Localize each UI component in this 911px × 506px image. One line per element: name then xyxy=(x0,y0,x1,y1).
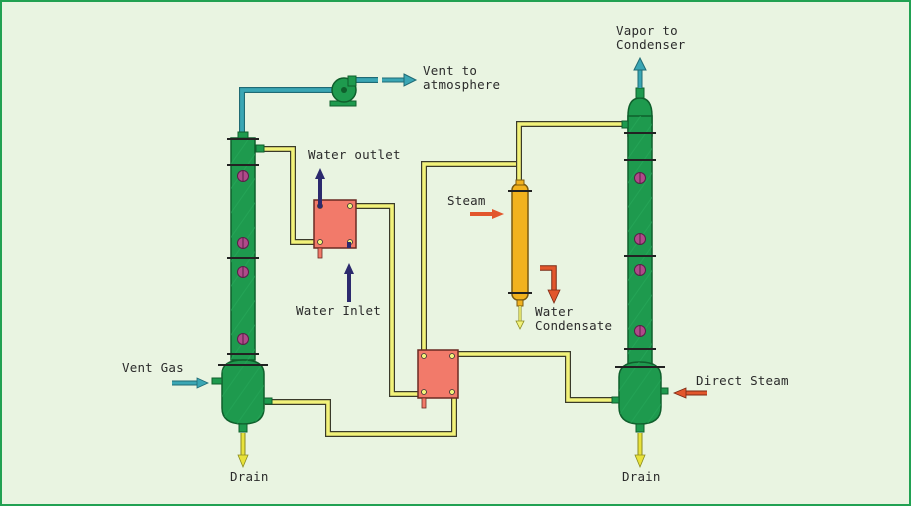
vent-gas-label: Vent Gas xyxy=(122,360,184,375)
water-inlet-label: Water Inlet xyxy=(296,303,381,318)
condensate-label-line1: Water xyxy=(535,304,574,319)
water-condensate-label: Water Condensate xyxy=(535,305,612,333)
steam-label: Steam xyxy=(447,193,486,208)
water-flow-arrows xyxy=(315,168,354,302)
water-outlet-label: Water outlet xyxy=(308,147,401,162)
vent-label-line1: Vent to xyxy=(423,63,478,78)
vent-label-line2: atmosphere xyxy=(423,77,501,92)
process-piping xyxy=(257,121,627,437)
plate-heat-exchanger-icon xyxy=(313,199,357,259)
drain-left-label: Drain xyxy=(230,469,269,484)
drain-right-label: Drain xyxy=(622,469,661,484)
shell-tube-condenser-icon xyxy=(508,179,532,307)
vent-arrow xyxy=(382,73,418,87)
vent-to-atmosphere-label: Vent to atmosphere xyxy=(423,64,500,92)
water-condensate-arrow xyxy=(540,265,561,304)
plate-heat-exchanger-icon xyxy=(417,349,459,409)
vapor-label-line1: Vapor to xyxy=(616,23,678,38)
drain-arrow-right xyxy=(634,433,646,469)
vent-piping xyxy=(239,77,378,134)
manway-icon xyxy=(237,170,249,345)
drain-arrow-left xyxy=(237,433,249,469)
manway-icon xyxy=(634,172,646,337)
direct-steam-label: Direct Steam xyxy=(696,373,789,388)
steam-arrow xyxy=(470,209,504,219)
stripper-column xyxy=(611,87,669,433)
centrifugal-pump-icon xyxy=(329,75,357,107)
vent-gas-arrow xyxy=(172,377,209,389)
condensate-label-line2: Condensate xyxy=(535,318,613,333)
vapor-label-line2: Condenser xyxy=(616,37,686,52)
vapor-to-condenser-label: Vapor to Condenser xyxy=(616,24,686,52)
condensate-arrow xyxy=(515,306,525,330)
direct-steam-arrow xyxy=(672,387,707,399)
vapor-arrow xyxy=(633,56,647,88)
